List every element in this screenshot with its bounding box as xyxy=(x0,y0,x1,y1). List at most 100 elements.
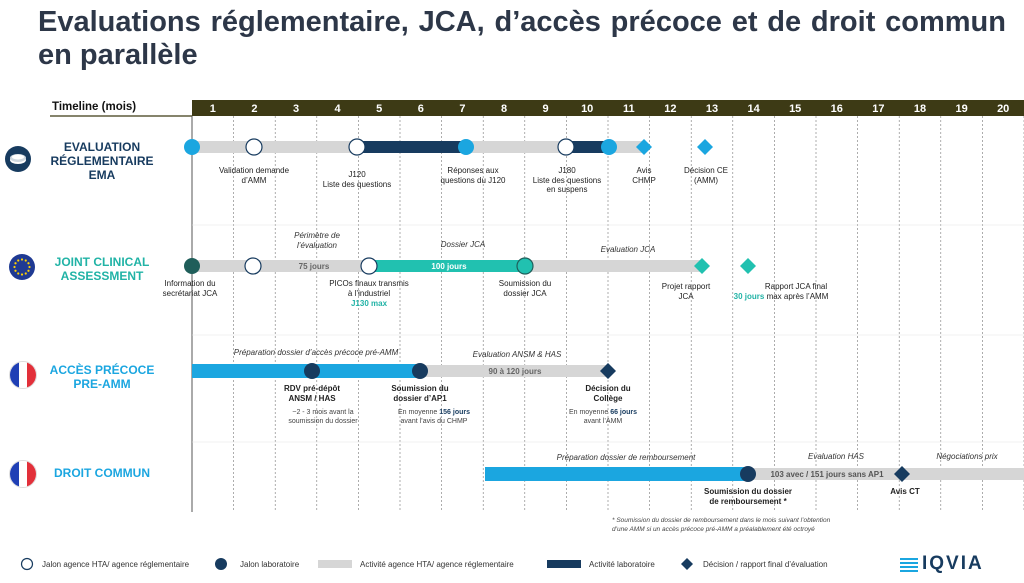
month-label-13: 13 xyxy=(706,103,718,115)
jca-j130-label: J130 max xyxy=(350,299,388,308)
eu-star xyxy=(20,273,24,276)
month-label-6: 6 xyxy=(418,103,424,115)
legend-activite-labo-icon xyxy=(547,560,581,568)
ap-rdv-label: RDV pré-dépôt ANSM / HAS xyxy=(284,384,340,403)
row-title-dc: DROIT COMMUN xyxy=(54,466,150,480)
french-flag-icon xyxy=(9,460,37,488)
ap-decision-days: 66 jours xyxy=(610,409,638,416)
month-label-11: 11 xyxy=(623,103,635,115)
jca-dossier-label: Dossier JCA xyxy=(440,240,486,249)
jca-rapport-days: 30 jours xyxy=(733,292,765,301)
ema-decision-diamond xyxy=(697,139,713,155)
ema-j180-milestone xyxy=(557,138,575,156)
jca-projet-label: Projet rapport JCA xyxy=(661,282,711,301)
month-label-15: 15 xyxy=(789,103,801,115)
eu-star xyxy=(28,265,31,269)
dc-evaluation-label: Evaluation HAS xyxy=(807,452,865,461)
ema-j120-milestone xyxy=(348,138,366,156)
ema-j120-label: J120 Liste des questions xyxy=(322,170,392,189)
ema-j180-label: J180 Liste des questions en suspens xyxy=(532,166,602,194)
jca-rapport-days-label: 30 jours max après l’AMM xyxy=(734,292,829,302)
jca-soumission-label: Soumission du dossier JCA xyxy=(498,279,552,298)
row-title-ap: ACCÈS PRÉCOCE PRE-AMM xyxy=(49,363,155,391)
ap-decision-pre: En moyenne xyxy=(568,409,609,416)
dc-preparation-label: Préparation dossier de remboursement xyxy=(556,453,696,462)
eu-star xyxy=(27,269,30,272)
ema-lab-bar xyxy=(357,141,466,153)
ema-avis-diamond xyxy=(636,139,652,155)
eu-star xyxy=(20,258,24,261)
ap-soumission-pre: En moyenne xyxy=(397,409,438,416)
month-label-17: 17 xyxy=(872,103,884,115)
ap-activity-bar xyxy=(420,365,608,377)
month-label-9: 9 xyxy=(543,103,549,115)
jca-picos-label: PICOs finaux transmis à l’industriel xyxy=(329,279,409,298)
month-label-10: 10 xyxy=(581,103,593,115)
ap-soumission-milestone xyxy=(412,363,428,379)
ap-rdv-note: ~2 - 3 mois avant la soumission du dossi… xyxy=(288,409,358,425)
iqvia-logo-mark xyxy=(900,558,918,572)
ap-soumission-post: avant l’avis du CHMP xyxy=(400,418,468,425)
month-label-8: 8 xyxy=(501,103,507,115)
month-label-18: 18 xyxy=(914,103,926,115)
month-label-4: 4 xyxy=(335,103,342,115)
row-title-jca: JOINT CLINICAL ASSESSMENT xyxy=(54,255,150,283)
ap-days-label: 90 à 120 jours xyxy=(489,367,542,376)
legend-decision: Décision / rapport final d’évaluation xyxy=(703,560,828,569)
dc-activity-bar xyxy=(748,468,1024,480)
month-label-1: 1 xyxy=(210,103,216,115)
dc-soumission-milestone xyxy=(740,466,756,482)
month-label-5: 5 xyxy=(376,103,382,115)
eu-star xyxy=(17,272,20,275)
ema-reponses-label: Réponses aux questions du J120 xyxy=(440,166,506,185)
ap-soumission-days: 156 jours xyxy=(439,409,471,416)
jca-rapport-rest: max après l’AMM xyxy=(766,292,829,301)
iqvia-logo: IQVIA xyxy=(922,553,984,574)
ema-reponses-milestone xyxy=(458,139,474,155)
eu-star xyxy=(24,259,27,262)
jca-projet-diamond xyxy=(694,258,710,274)
legend-decision-icon xyxy=(681,558,693,570)
ap-soumission-label: Soumission du dossier d’AP1 xyxy=(391,384,449,403)
ap-rdv-milestone xyxy=(304,363,320,379)
timeline-header-bar xyxy=(192,100,1024,116)
french-flag-icon xyxy=(9,361,37,389)
jca-rapport-diamond xyxy=(740,258,756,274)
eu-star xyxy=(24,272,27,275)
jca-rapport-final-label: Rapport JCA final xyxy=(764,282,828,291)
legend-jalon-labo: Jalon laboratoire xyxy=(240,560,300,569)
legend-jalon-labo-icon xyxy=(215,558,227,570)
ap-decision-note: En moyenne 66 jours avant l’AMM xyxy=(569,408,637,426)
eu-star xyxy=(14,269,17,272)
month-label-3: 3 xyxy=(293,103,299,115)
ema-start-milestone xyxy=(184,139,200,155)
eu-star xyxy=(14,262,17,265)
ema-decision-label: Décision CE (AMM) xyxy=(683,166,729,185)
ap-decision-label: Décision du Collège xyxy=(585,384,631,403)
dc-negociations-label: Négociations prix xyxy=(936,452,998,461)
ap-preparation-label: Préparation dossier d’accès précoce pré-… xyxy=(233,348,399,357)
eu-flag-icon xyxy=(9,254,35,280)
row-title-ema: EVALUATION RÉGLEMENTAIRE EMA xyxy=(50,140,154,182)
jca-100-days-label: 100 jours xyxy=(431,262,467,271)
ap-decision-post: avant l’AMM xyxy=(583,418,623,425)
jca-picos-milestone xyxy=(360,257,378,275)
ema-validation-label: Validation demande d’AMM xyxy=(218,166,290,185)
jca-soumission-milestone xyxy=(516,257,534,275)
ema-validation-milestone xyxy=(245,138,263,156)
jca-evaluation-label: Evaluation JCA xyxy=(600,245,656,254)
ema-avis-label: Avis CHMP xyxy=(632,166,656,185)
jca-lab-bar xyxy=(369,260,525,272)
ap-soumission-note: En moyenne 156 jours avant l’avis du CHM… xyxy=(398,408,470,426)
legend-jalon-hta-icon xyxy=(20,557,34,571)
jca-75-days-label: 75 jours xyxy=(299,262,330,271)
jca-perimetre-label: Périmètre de l’évaluation xyxy=(294,231,340,250)
dc-soumission-label: Soumission du dossier de remboursement * xyxy=(703,487,793,506)
legend-activite-hta-icon xyxy=(318,560,352,568)
legend-jalon-hta: Jalon agence HTA/ agence réglementaire xyxy=(42,560,190,569)
dc-days-label: 103 avec / 151 jours sans AP1 xyxy=(770,470,884,479)
timeline-label: Timeline (mois) xyxy=(52,101,137,113)
ema-lab-bar xyxy=(566,141,609,153)
legend-activite-labo: Activité laboratoire xyxy=(589,560,655,569)
